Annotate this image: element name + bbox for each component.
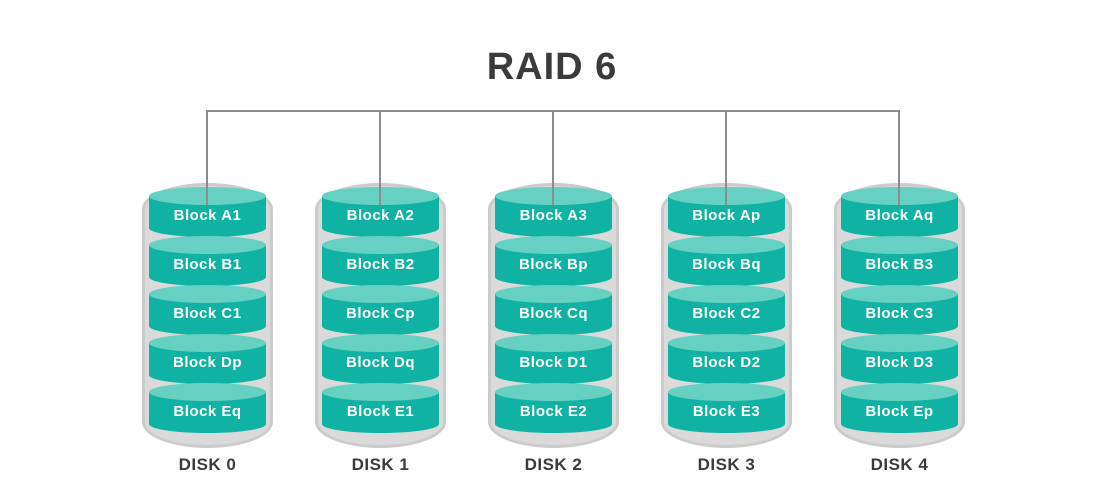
block-label: Block Ap bbox=[692, 206, 761, 224]
disk-0: Block A1 Block B1 Block C1 Block Dp Bloc… bbox=[142, 183, 273, 448]
block-label: Block Aq bbox=[865, 206, 934, 224]
block-label: Block Dq bbox=[345, 353, 415, 371]
disk-3-label: DISK 3 bbox=[697, 455, 756, 474]
disk-3: Block Ap Block Bq Block C2 Block D2 Bloc… bbox=[661, 183, 792, 448]
disk-3-block-4: Block E3 bbox=[668, 383, 785, 433]
disk-2-block-1: Block Bp bbox=[495, 236, 612, 286]
disk-1-label: DISK 1 bbox=[351, 455, 410, 474]
disk-0-block-2: Block C1 bbox=[149, 285, 266, 335]
disk-4: Block Aq Block B3 Block C3 Block D3 Bloc… bbox=[834, 183, 965, 448]
block-label: Block D1 bbox=[519, 353, 588, 371]
block-label: Block Eq bbox=[173, 402, 242, 420]
disk-3-block-2: Block C2 bbox=[668, 285, 785, 335]
disk-2-block-2: Block Cq bbox=[495, 285, 612, 335]
block-label: Block A3 bbox=[519, 206, 588, 224]
block-label: Block E1 bbox=[346, 402, 415, 420]
block-label: Block E3 bbox=[692, 402, 761, 420]
disk-4-label: DISK 4 bbox=[870, 455, 929, 474]
block-label: Block Bp bbox=[518, 255, 588, 273]
disk-4-block-2: Block C3 bbox=[841, 285, 958, 335]
block-label: Block Bq bbox=[691, 255, 761, 273]
disk-0-block-1: Block B1 bbox=[149, 236, 266, 286]
connector-vertical-line-disk2 bbox=[552, 110, 554, 205]
block-label: Block Dp bbox=[172, 353, 242, 371]
disk-1-block-3: Block Dq bbox=[322, 334, 439, 384]
block-label: Block D3 bbox=[865, 353, 934, 371]
disk-2-block-4: Block E2 bbox=[495, 383, 612, 433]
block-label: Block Cq bbox=[518, 304, 588, 322]
disk-0-block-3: Block Dp bbox=[149, 334, 266, 384]
connector-vertical-line-disk1 bbox=[379, 110, 381, 205]
block-label: Block E2 bbox=[519, 402, 588, 420]
block-label: Block C3 bbox=[865, 304, 934, 322]
diagram-title: RAID 6 bbox=[486, 46, 618, 88]
block-label: Block D2 bbox=[692, 353, 761, 371]
block-label: Block A1 bbox=[173, 206, 242, 224]
block-label: Block C2 bbox=[692, 304, 761, 322]
disk-1-block-2: Block Cp bbox=[322, 285, 439, 335]
block-label: Block B3 bbox=[865, 255, 934, 273]
block-label: Block B1 bbox=[173, 255, 242, 273]
block-label: Block B2 bbox=[346, 255, 415, 273]
disk-1: Block A2 Block B2 Block Cp Block Dq Bloc… bbox=[315, 183, 446, 448]
connector-vertical-line-disk3 bbox=[725, 110, 727, 205]
disk-2-label: DISK 2 bbox=[524, 455, 583, 474]
block-label: Block Ep bbox=[865, 402, 934, 420]
disk-0-block-4: Block Eq bbox=[149, 383, 266, 433]
block-label: Block C1 bbox=[173, 304, 242, 322]
block-label: Block Cp bbox=[345, 304, 415, 322]
disk-4-block-4: Block Ep bbox=[841, 383, 958, 433]
connector-vertical-line-disk0 bbox=[206, 110, 208, 205]
disk-0-block-0: Block A1 bbox=[149, 187, 266, 237]
disk-4-block-0: Block Aq bbox=[841, 187, 958, 237]
block-label: Block A2 bbox=[346, 206, 415, 224]
disk-0-label: DISK 0 bbox=[178, 455, 237, 474]
disk-1-block-4: Block E1 bbox=[322, 383, 439, 433]
disk-3-block-1: Block Bq bbox=[668, 236, 785, 286]
disk-4-block-1: Block B3 bbox=[841, 236, 958, 286]
disk-3-block-3: Block D2 bbox=[668, 334, 785, 384]
disk-4-block-3: Block D3 bbox=[841, 334, 958, 384]
disk-2: Block A3 Block Bp Block Cq Block D1 Bloc… bbox=[488, 183, 619, 448]
disk-2-block-3: Block D1 bbox=[495, 334, 612, 384]
connector-vertical-line-disk4 bbox=[898, 110, 900, 205]
disk-1-block-1: Block B2 bbox=[322, 236, 439, 286]
